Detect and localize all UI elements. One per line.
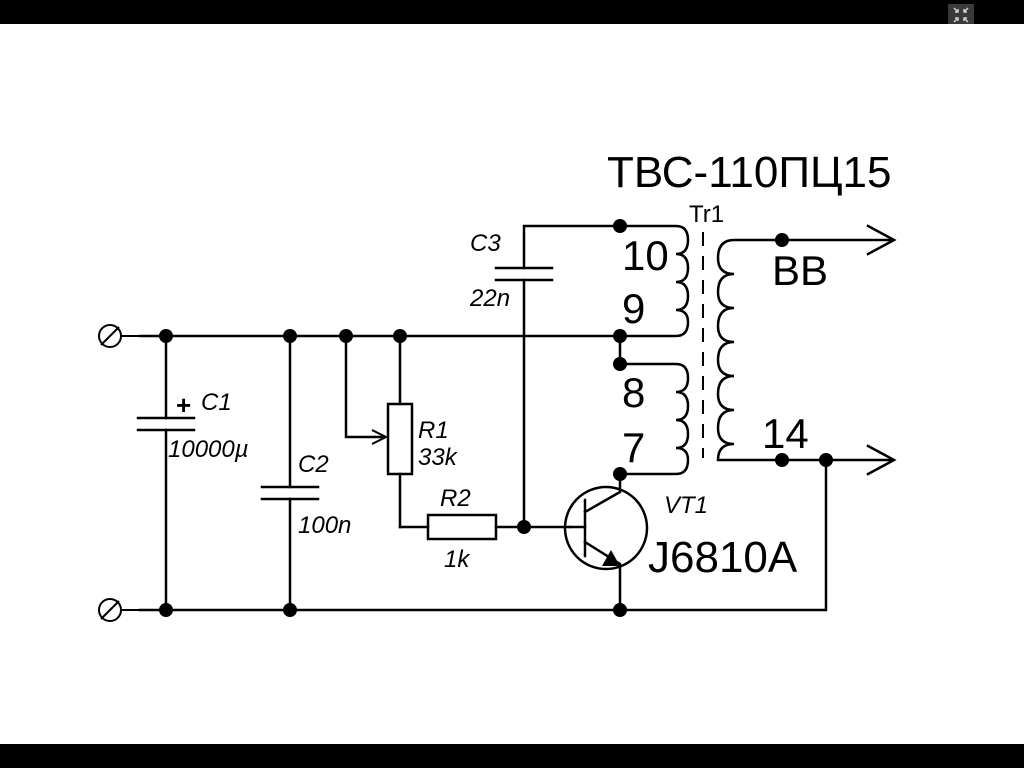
vt1-part-number: J6810A	[648, 533, 798, 582]
pin-8: 8	[622, 369, 645, 416]
transformer-secondary: ВВ	[716, 224, 897, 476]
c1-polarity-mark: +	[176, 390, 191, 420]
c1-ref: C1	[201, 389, 232, 416]
c3-value: 22n	[469, 285, 510, 312]
tr1-ref: Tr1	[689, 201, 724, 228]
potentiometer-r1: R1 33k	[344, 334, 459, 529]
input-terminal-top	[98, 324, 140, 348]
capacitor-c2: C2 100n	[260, 334, 351, 612]
exit-fullscreen-button[interactable]	[948, 4, 974, 26]
ground-rail-bottom	[138, 458, 828, 612]
capacitor-c1: + C1 10000µ	[136, 334, 249, 612]
r1-value: 33k	[418, 444, 459, 471]
circuit-schematic: ТВС-110ПЦ15 + C1 10000µ	[98, 148, 897, 622]
r2-value: 1k	[444, 546, 471, 573]
transistor-vt1: VT1 J6810A	[563, 472, 798, 612]
c2-ref: C2	[298, 451, 329, 478]
pin-10: 10	[622, 232, 669, 279]
high-voltage-output-label: ВВ	[772, 247, 828, 294]
pin-14: 14	[762, 410, 809, 457]
pin-7: 7	[622, 424, 645, 471]
viewer-top-bar	[0, 0, 1024, 26]
transformer-type-title: ТВС-110ПЦ15	[607, 148, 891, 197]
capacitor-c3: C3 22n	[469, 224, 622, 529]
c1-value: 10000µ	[168, 436, 249, 463]
c2-value: 100n	[298, 512, 351, 539]
resistor-r2: R2 1k	[426, 485, 572, 573]
transformer-core: Tr1	[689, 201, 724, 458]
r1-ref: R1	[418, 417, 449, 444]
image-canvas: ТВС-110ПЦ15 + C1 10000µ	[0, 24, 1024, 744]
transformer-primary	[618, 224, 690, 476]
input-terminal-bottom	[98, 598, 140, 622]
vt1-ref: VT1	[664, 492, 708, 519]
r2-ref: R2	[440, 485, 471, 512]
c3-ref: C3	[470, 230, 501, 257]
pin-9: 9	[622, 285, 645, 332]
junction-dots	[159, 219, 833, 617]
viewer-bottom-bar	[0, 744, 1024, 768]
exit-fullscreen-icon	[953, 7, 969, 23]
